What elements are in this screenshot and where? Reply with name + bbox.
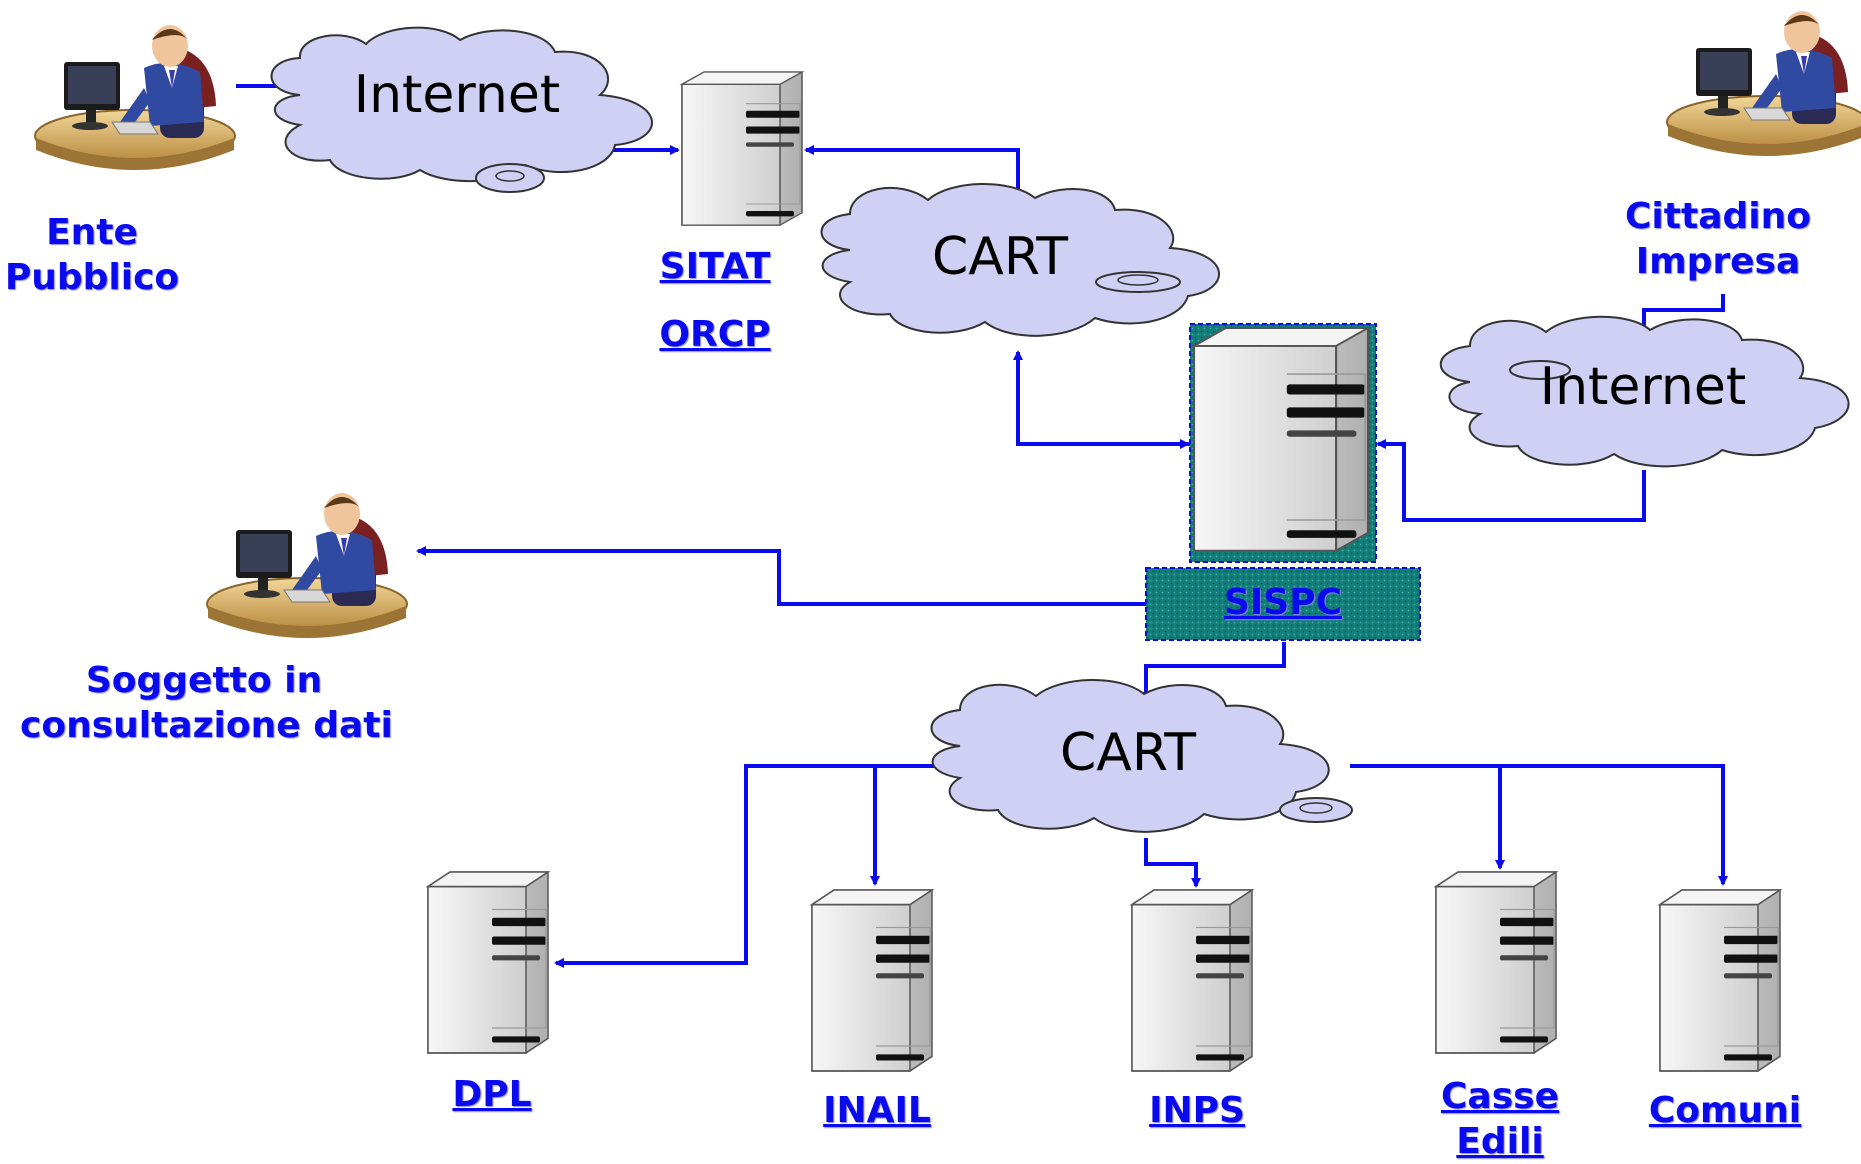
connections — [236, 84, 1728, 968]
node-label-sitat[interactable]: SITAT — [659, 246, 771, 287]
line-cittadino-internet — [1642, 294, 1725, 336]
node-label-inail[interactable]: INAIL — [823, 1090, 931, 1131]
server-sispc — [1192, 326, 1370, 552]
cloud-cart-bottom: CART — [930, 679, 1353, 833]
arrow-cart-dpl — [554, 764, 945, 968]
arrow-cart-casse — [1350, 764, 1505, 870]
ente-pubblico-label: Ente Pubblico — [4, 210, 180, 300]
arrow-cart-inps — [1144, 838, 1201, 888]
arrow-internet-sispc — [1376, 439, 1646, 522]
cloud-label: CART — [932, 227, 1068, 287]
soggetto-line1: Soggetto in — [85, 660, 323, 701]
server-sitat — [681, 71, 803, 226]
person-cittadino-impresa-icon — [1666, 10, 1861, 157]
cloud-label: Internet — [354, 65, 560, 125]
node-label-inps[interactable]: INPS — [1149, 1090, 1245, 1131]
cloud-label: CART — [1060, 723, 1196, 783]
arrow-sispc-cart — [1013, 350, 1190, 446]
server-comuni — [1659, 889, 1781, 1072]
ente-pubblico-line2: Pubblico — [4, 257, 180, 298]
server-dpl — [427, 871, 549, 1054]
cloud-label: Internet — [1540, 357, 1746, 417]
node-label-comuni[interactable]: Comuni — [1648, 1090, 1802, 1131]
arrow-cart-comuni — [1500, 764, 1728, 886]
soggetto-label: Soggetto in consultazione dati — [20, 658, 393, 748]
server-inail — [811, 889, 933, 1072]
arrow-sispc-cart-bottom — [1141, 642, 1286, 702]
node-label-casse-edili[interactable]: Casse Edili — [1410, 1074, 1590, 1164]
cittadino-impresa-label: Cittadino Impresa — [1600, 194, 1836, 284]
server-inps — [1131, 889, 1253, 1072]
node-label-sispc[interactable]: SISPC — [1223, 582, 1343, 623]
casse-edili-line1: Casse — [1441, 1076, 1559, 1117]
cittadino-impresa-line1: Cittadino — [1625, 196, 1811, 237]
ente-pubblico-line1: Ente — [46, 212, 138, 253]
person-ente-pubblico-icon — [34, 24, 236, 171]
sispc-label-highlight — [1145, 567, 1421, 641]
arrow-sispc-soggetto — [416, 546, 1146, 606]
person-soggetto-icon — [206, 492, 408, 639]
server-casse-edili — [1435, 871, 1557, 1054]
node-label-orcp[interactable]: ORCP — [659, 314, 771, 355]
soggetto-line2: consultazione dati — [20, 705, 393, 746]
casse-edili-line2: Edili — [1456, 1121, 1544, 1162]
cittadino-impresa-line2: Impresa — [1635, 241, 1801, 282]
cloud-internet-left: Internet — [270, 26, 653, 193]
cloud-cart-top: CART — [820, 183, 1221, 337]
node-label-dpl[interactable]: DPL — [452, 1074, 532, 1115]
cloud-internet-right: Internet — [1439, 315, 1850, 468]
